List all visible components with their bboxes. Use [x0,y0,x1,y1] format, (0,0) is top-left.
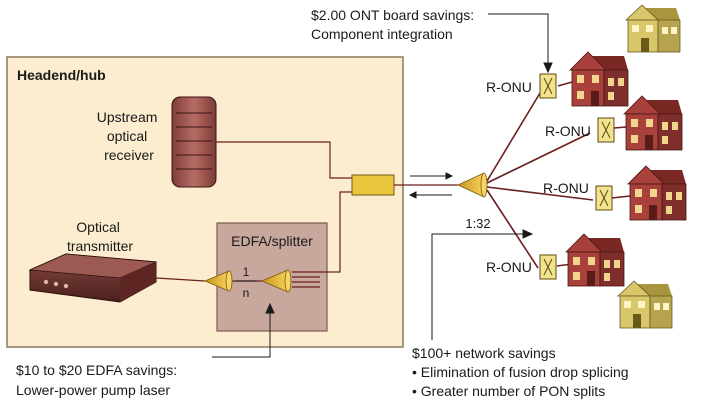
split-ratio-label: 1:32 [465,216,490,231]
house-icon [624,4,681,53]
drop-fibers [486,81,631,269]
edfa-savings-line: $10 to $20 EDFA savings: [16,362,177,378]
onu-label: R-ONU [486,259,532,275]
receiver-label-line: receiver [104,147,154,163]
onu-unit-icon [597,117,615,143]
house-icon [616,280,673,329]
onu-unit-icon [595,185,613,211]
edfa-coupler-icon [203,270,233,292]
ont-savings-callout: $2.00 ONT board savings: Component integ… [311,7,478,42]
house-icon [569,51,629,107]
wdm-module [351,174,395,196]
receiver-label-line: Upstream [97,109,158,125]
edfa-label: EDFA/splitter [231,233,313,249]
ont-savings-line: Component integration [311,26,453,42]
network-savings-line: • Elimination of fusion drop splicing [412,364,629,380]
headend-title: Headend/hub [17,67,106,83]
split-fraction-bottom: n [243,286,250,300]
receiver-label: Upstream optical receiver [97,109,162,163]
onu-label: R-ONU [486,79,532,95]
headend-fiber [155,141,352,288]
onu-unit-icon [539,254,557,280]
transmitter-label-line: Optical [76,219,120,235]
direction-arrows [408,172,454,199]
edfa-callout-arrow [212,302,275,358]
edfa-savings-line: Lower-power pump laser [16,382,170,398]
remote-splitter-icon [457,172,488,198]
transmitter-label-line: transmitter [67,238,133,254]
network-savings-line: • Greater number of PON splits [412,383,605,399]
network-savings-line: $100+ network savings [412,345,556,361]
network-savings-callout: $100+ network savings • Elimination of f… [412,345,632,399]
onu-label: R-ONU [543,180,589,196]
house-icon [623,95,683,151]
optical-transmitter-icon [28,253,158,303]
transmitter-label: Optical transmitter [67,219,133,254]
ont-callout-arrow [488,13,553,74]
splitter-coupler-icon [260,269,292,293]
onu-unit-icon [539,73,557,99]
split-fraction-top: 1 [243,265,250,279]
network-callout-arrow [431,229,534,340]
ont-savings-line: $2.00 ONT board savings: [311,7,474,23]
edfa-savings-callout: $10 to $20 EDFA savings: Lower-power pum… [16,362,181,398]
optical-receiver-icon [171,96,217,188]
house-icon [565,233,625,287]
onu-label: R-ONU [545,123,591,139]
house-icon [627,165,687,221]
receiver-label-line: optical [107,128,147,144]
